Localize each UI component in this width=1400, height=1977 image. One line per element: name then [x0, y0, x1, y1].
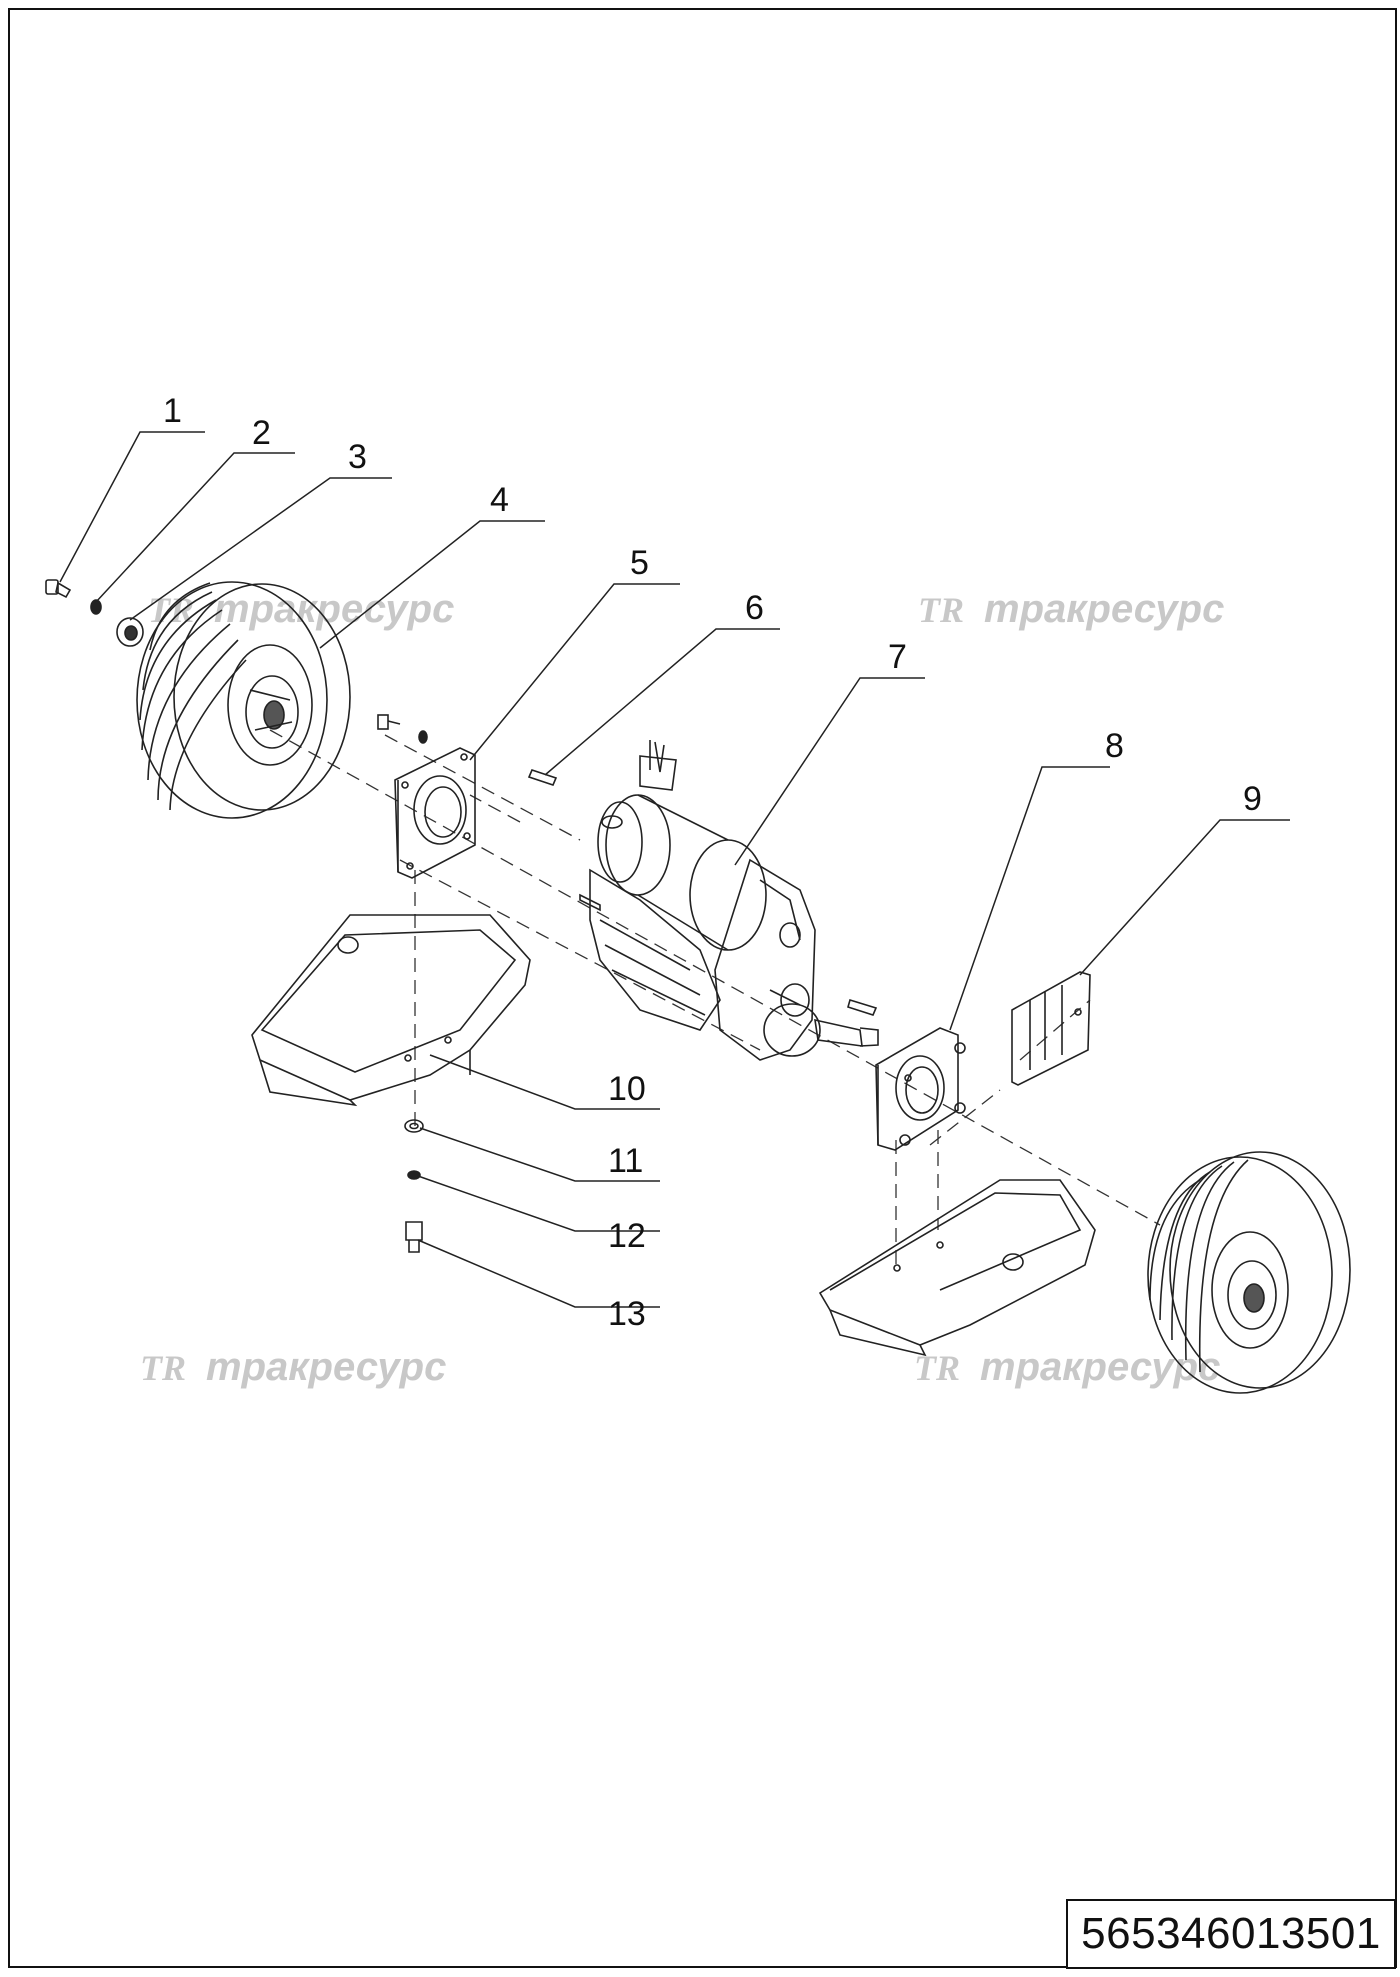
- callout-8: 8: [1105, 727, 1124, 765]
- callout-6: 6: [745, 589, 764, 627]
- watermark-bottom-right: TR тракресурс: [914, 1345, 1220, 1389]
- svg-text:тракресурс: тракресурс: [214, 587, 454, 631]
- callout-11: 11: [608, 1142, 643, 1180]
- callout-7: 7: [888, 638, 907, 676]
- svg-text:тракресурс: тракресурс: [984, 587, 1224, 631]
- tray-part-10: [251, 914, 531, 1107]
- callout-5: 5: [630, 544, 649, 582]
- callout-2: 2: [252, 414, 271, 452]
- callout-10: 10: [608, 1070, 646, 1108]
- washer-part-2: [90, 599, 102, 615]
- right-wheel: [1147, 1151, 1351, 1394]
- callout-1: 1: [163, 392, 182, 430]
- clip-part-9: [1011, 971, 1091, 1086]
- left-wheel-part-4: [136, 581, 351, 819]
- washer-part-12: [407, 1170, 421, 1180]
- bolt-part-1: [45, 579, 72, 599]
- callout-4: 4: [490, 481, 509, 519]
- flange-bolt: [377, 714, 428, 744]
- watermark-top-right: TR тракресурс: [918, 587, 1224, 631]
- callout-12: 12: [608, 1217, 646, 1255]
- key-part-6: [527, 769, 558, 786]
- drawing-sheet-border: [8, 8, 1397, 1968]
- svg-text:TR: TR: [918, 590, 964, 630]
- svg-text:тракресурс: тракресурс: [206, 1345, 446, 1389]
- watermark-top-left: TR тракресурс: [148, 587, 454, 631]
- callout-numbers: 1 2 3 4 5 6 7 8 9 10 11 12 13: [163, 392, 1262, 1333]
- motor-gearbox-part-7: [579, 740, 879, 1061]
- hub-cap-part-3: [116, 617, 144, 647]
- callout-9: 9: [1243, 780, 1262, 818]
- svg-text:TR: TR: [140, 1348, 186, 1388]
- washer-part-11: [404, 1119, 424, 1133]
- right-flange-part-8: [875, 1027, 966, 1151]
- right-tray: [818, 1179, 1096, 1357]
- leader-lines: [59, 431, 1290, 1308]
- watermark-bottom-left: TR тракресурс: [140, 1345, 446, 1389]
- left-flange-part-5: [394, 747, 476, 879]
- callout-3: 3: [348, 438, 367, 476]
- document-code: 565346013501: [1066, 1899, 1396, 1969]
- shaft-key: [847, 998, 878, 1016]
- bolt-part-13: [405, 1221, 423, 1253]
- callout-13: 13: [608, 1295, 646, 1333]
- svg-text:тракресурс: тракресурс: [980, 1345, 1220, 1389]
